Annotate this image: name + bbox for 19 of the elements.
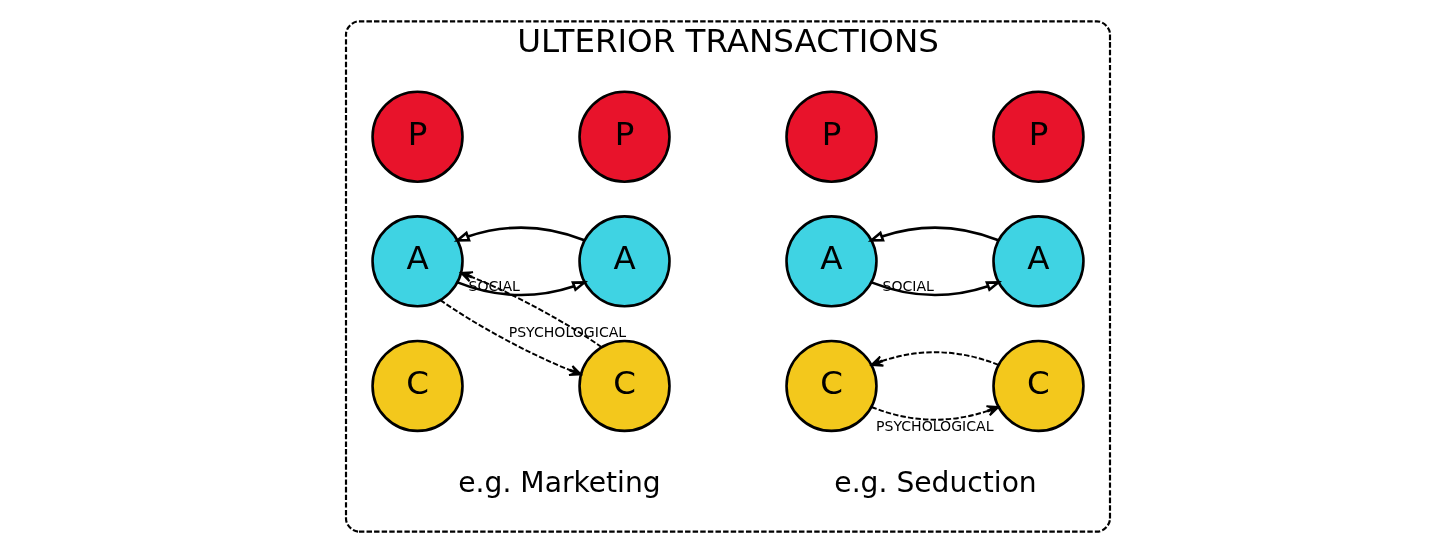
node-circle: A (371, 215, 464, 308)
node-circle: P (371, 90, 464, 183)
label: e.g. Marketing (458, 466, 661, 500)
arrow (453, 226, 585, 242)
node-circle: A (578, 215, 671, 308)
node-circle: P (992, 90, 1085, 183)
arrow (870, 351, 1000, 367)
arrow (871, 281, 1003, 297)
node-circle: A (992, 215, 1085, 308)
node-circle: P (578, 90, 671, 183)
node-circle: C (371, 339, 464, 433)
node-circle: A (785, 215, 878, 308)
node-circle: C (785, 339, 878, 433)
arrow (870, 405, 1000, 421)
node-circle: P (785, 90, 878, 183)
arrow (867, 226, 999, 242)
label: e.g. Seduction (834, 466, 1037, 500)
node-circle: C (578, 339, 671, 433)
edge-label: PSYCHOLOGICAL (875, 417, 994, 434)
